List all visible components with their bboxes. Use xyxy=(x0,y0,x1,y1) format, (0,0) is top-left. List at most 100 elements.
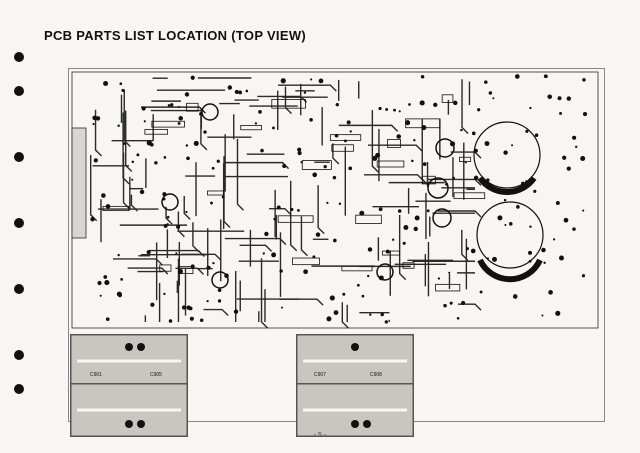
page-title: PCB PARTS LIST LOCATION (TOP VIEW) xyxy=(44,28,307,43)
solder-pad xyxy=(254,122,258,125)
solder-pad xyxy=(566,166,571,171)
solder-pad xyxy=(361,294,365,298)
solder-pad xyxy=(473,175,479,181)
solder-pad xyxy=(280,78,286,84)
solder-pad xyxy=(452,176,455,180)
solder-pad xyxy=(211,166,215,170)
copper-trace xyxy=(236,138,244,211)
component-outline xyxy=(382,250,400,256)
solder-pad xyxy=(562,155,567,160)
solder-pad xyxy=(260,148,264,153)
solder-pad xyxy=(414,215,420,221)
solder-pad xyxy=(271,252,277,258)
sub-board-4 xyxy=(296,383,414,437)
solder-pad xyxy=(206,300,209,303)
solder-pad xyxy=(297,208,300,212)
solder-pad xyxy=(282,163,287,168)
solder-pad xyxy=(234,89,239,95)
solder-pad xyxy=(312,172,318,178)
solder-pad xyxy=(349,130,352,133)
solder-pad xyxy=(582,209,585,212)
solder-pad xyxy=(552,238,556,241)
solder-pad xyxy=(426,209,430,213)
solder-pad xyxy=(504,223,507,227)
component-outline xyxy=(178,266,194,274)
solder-pad xyxy=(492,97,495,100)
solder-pad xyxy=(582,111,588,117)
solder-pad xyxy=(333,238,337,243)
component-outline xyxy=(151,120,185,128)
solder-pad xyxy=(177,268,183,274)
solder-pad xyxy=(329,295,335,301)
copper-trace xyxy=(368,144,423,152)
solder-pad xyxy=(262,252,265,255)
component-outline xyxy=(207,190,224,196)
solder-pad xyxy=(103,275,108,279)
solder-pad xyxy=(391,238,395,241)
binder-hole xyxy=(14,152,24,162)
copper-trace xyxy=(113,258,163,266)
solder-pad xyxy=(575,145,578,148)
solder-pad xyxy=(184,92,190,97)
solder-pad xyxy=(297,151,302,156)
solder-pad xyxy=(413,226,418,232)
solder-pad xyxy=(258,110,262,114)
solder-pad xyxy=(403,225,409,230)
solder-pad xyxy=(221,195,225,199)
copper-trace xyxy=(289,180,298,252)
copper-trace xyxy=(175,267,205,275)
solder-pad xyxy=(393,108,396,112)
solder-pad xyxy=(90,216,95,222)
solder-pad xyxy=(177,105,180,108)
binder-hole xyxy=(14,284,24,294)
solder-pad xyxy=(396,134,402,139)
solder-pad xyxy=(555,310,561,316)
solder-pad xyxy=(559,111,563,115)
copper-trace xyxy=(461,229,469,261)
solder-pad xyxy=(367,274,370,278)
solder-pad xyxy=(233,309,239,314)
solder-pad xyxy=(168,319,173,323)
solder-pad xyxy=(154,161,158,165)
solder-pad xyxy=(101,193,106,198)
copper-trace xyxy=(437,210,482,218)
solder-pad xyxy=(238,90,243,95)
solder-pad xyxy=(398,110,401,113)
solder-pad xyxy=(367,247,373,252)
solder-pad xyxy=(92,123,95,126)
solder-pad xyxy=(176,224,181,229)
copper-trace xyxy=(278,84,337,92)
component-outline xyxy=(435,283,461,292)
solder-pad xyxy=(217,299,222,303)
page-number: - 5 - xyxy=(313,432,327,439)
solder-pad xyxy=(580,155,586,161)
solder-pad xyxy=(139,189,145,195)
copper-trace xyxy=(284,86,292,115)
solder-pad xyxy=(448,271,451,274)
solder-pad xyxy=(378,207,383,212)
solder-pad xyxy=(185,144,189,147)
solder-pad xyxy=(122,142,126,145)
copper-trace xyxy=(223,156,231,229)
solder-pad xyxy=(497,215,503,221)
solder-pad xyxy=(97,280,102,286)
solder-pad xyxy=(378,106,382,111)
solder-pad xyxy=(385,249,390,254)
copper-trace xyxy=(257,95,308,103)
component-outline xyxy=(387,139,401,148)
solder-pad xyxy=(503,198,507,202)
component-outline xyxy=(159,264,172,272)
solder-pad xyxy=(456,316,460,320)
solder-pad xyxy=(402,241,406,245)
copper-trace xyxy=(461,79,469,134)
solder-pad xyxy=(516,205,520,209)
component-outline xyxy=(341,265,373,272)
solder-pad xyxy=(471,131,476,136)
solder-pad xyxy=(443,303,447,308)
component-outline xyxy=(376,160,405,168)
solder-pad xyxy=(245,89,249,93)
solder-pad xyxy=(99,294,102,297)
solder-pad xyxy=(344,139,347,143)
solder-pad xyxy=(193,140,199,146)
copper-trace xyxy=(177,211,185,238)
